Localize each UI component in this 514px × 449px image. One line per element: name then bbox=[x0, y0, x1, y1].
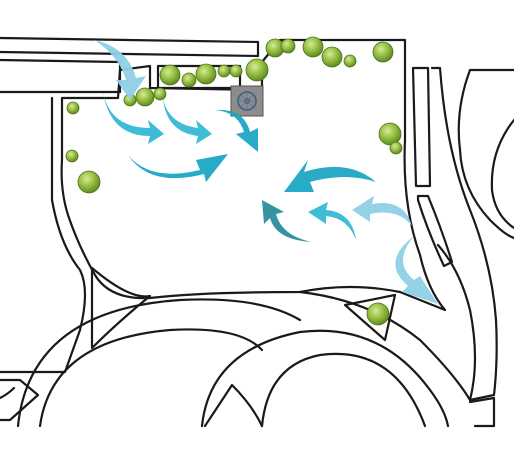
tree bbox=[372, 41, 394, 63]
arc-bottom-right bbox=[468, 396, 496, 428]
wind-arrow-icon bbox=[95, 40, 438, 304]
wind-arrow-right-large bbox=[284, 160, 376, 192]
arc-right-sweep bbox=[298, 290, 472, 402]
tree bbox=[77, 170, 101, 194]
wind-arrow-large-left bbox=[128, 154, 228, 182]
road-right-sweep bbox=[430, 66, 498, 402]
tree bbox=[378, 122, 402, 146]
tree bbox=[181, 72, 197, 88]
arc-left-inner bbox=[38, 328, 264, 428]
road-left-edge bbox=[0, 96, 87, 374]
island-right-triangle bbox=[343, 293, 397, 342]
tree bbox=[280, 38, 296, 54]
tree bbox=[66, 101, 80, 115]
road-far-right-curve bbox=[457, 68, 514, 240]
tree-canopy-icon bbox=[65, 36, 403, 326]
tree bbox=[302, 36, 324, 58]
wind-arrow-top bbox=[95, 40, 146, 100]
arc-left-outer bbox=[16, 298, 302, 428]
wind-arrow-small-right bbox=[308, 202, 356, 240]
road-second-strip bbox=[0, 58, 122, 94]
tree bbox=[195, 63, 217, 85]
wind-arrow-pavilion bbox=[215, 109, 258, 152]
arc-mid-inner bbox=[260, 352, 427, 428]
wind-arrow-left-top bbox=[103, 92, 164, 144]
wind-arrow-middle bbox=[163, 98, 212, 144]
tree bbox=[153, 87, 167, 101]
tree bbox=[65, 149, 79, 163]
tree bbox=[217, 64, 231, 78]
tree bbox=[229, 64, 243, 78]
tree bbox=[159, 64, 181, 86]
tree bbox=[389, 141, 403, 155]
arc-mid-outer bbox=[200, 329, 450, 428]
tree bbox=[321, 46, 343, 68]
pavilion-icon bbox=[230, 85, 264, 117]
tree bbox=[366, 302, 390, 326]
road-outlines bbox=[0, 36, 514, 428]
median-island-2 bbox=[416, 194, 454, 268]
wind-arrow-bottom-right bbox=[395, 236, 438, 304]
road-top-strip bbox=[0, 36, 260, 58]
tree bbox=[135, 87, 155, 107]
tree bbox=[245, 58, 269, 82]
arc-center-lens bbox=[203, 383, 264, 428]
wind-arrow-right-edge bbox=[352, 196, 412, 226]
tree bbox=[343, 54, 357, 68]
island-left-triangle bbox=[90, 266, 152, 350]
arc-left-lower bbox=[0, 386, 16, 400]
road-far-right-inner bbox=[490, 118, 514, 230]
median-island-1 bbox=[411, 66, 432, 188]
road-left-inner bbox=[0, 378, 40, 422]
wind-arrow-teal bbox=[262, 200, 312, 242]
